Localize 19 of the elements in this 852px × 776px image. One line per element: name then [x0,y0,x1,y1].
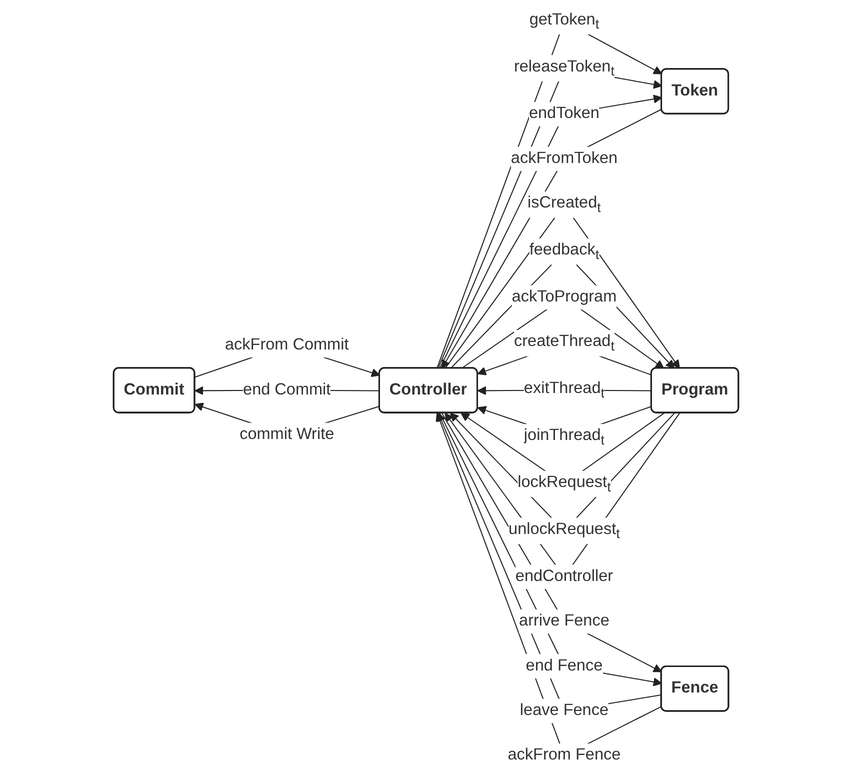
edge-label: lockRequest$_{t}$ [518,474,611,494]
edge-label: ackFrom Commit [224,336,349,354]
edge-label: feedback$_{t}$ [529,241,600,262]
edge-label: releaseToken$_{t}$ [514,58,614,79]
edge-label: leave Fence [520,702,609,720]
edge-label: createThread$_{t}$ [514,333,614,354]
edge-label: endController [515,568,614,585]
edge-label: arrive Fence [519,612,610,630]
edge-label: isCreated$_{t}$ [528,194,601,215]
edge-label: endToken [528,105,600,122]
edge-label: ackFromToken [510,150,618,168]
edge-label: exitThread$_{t}$ [524,380,605,400]
edge-label: end Fence [526,657,603,674]
edge-label: end Commit [243,381,331,398]
edge-label: unlockRequest$_{t}$ [508,520,620,542]
edge-label: ackToProgram [512,288,617,306]
edge-label: getToken$_{t}$ [529,11,600,32]
edge-label: commit Write [240,426,334,444]
edge-label: ackFrom Fence [508,746,621,764]
